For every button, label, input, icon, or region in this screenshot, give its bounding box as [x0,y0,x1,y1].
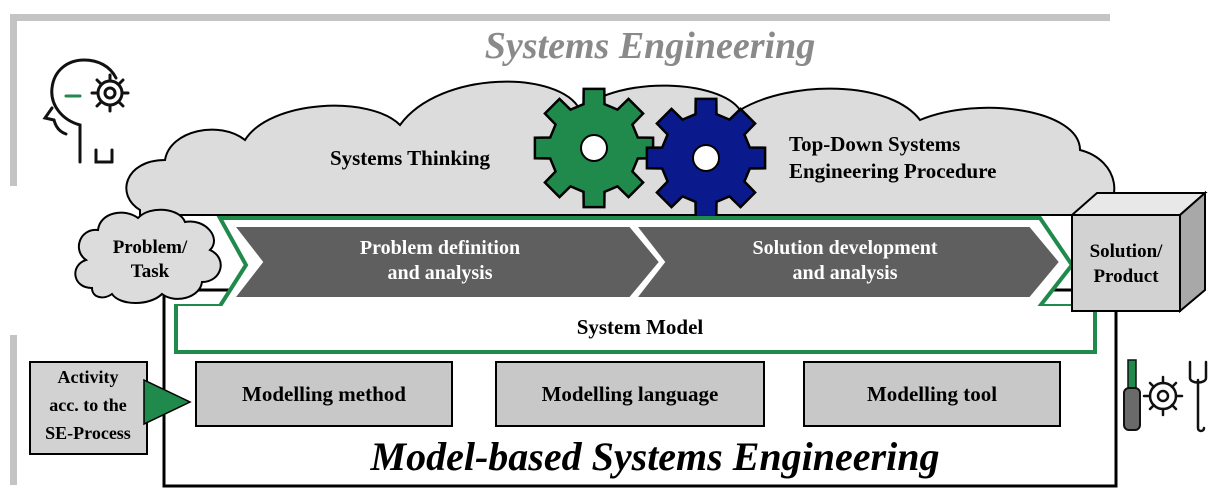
tools-gear-icon [1123,359,1208,433]
arrow-1-line2: and analysis [387,262,492,284]
arrow-problem-definition [231,225,662,299]
activity-line1: Activity [58,367,119,387]
activity-arrow [143,378,192,426]
modelling-method-box: Modelling method [195,361,453,427]
system-model-label: System Model [577,315,704,339]
solution-product-line1: Solution/ [1090,241,1164,262]
title-mbse: Model-based Systems Engineering [370,434,940,479]
top-down-label-line1: Top-Down Systems [789,132,960,156]
title-systems-engineering: Systems Engineering [485,25,815,67]
modelling-tool-label: Modelling tool [867,382,997,406]
solution-product-line2: Product [1093,266,1159,287]
modelling-method-label: Modelling method [242,382,406,406]
top-down-label-line2: Engineering Procedure [789,159,996,183]
green-gear-icon [533,87,655,209]
gear-hole [580,134,608,162]
activity-box [29,361,148,455]
blue-gear-icon [645,97,767,219]
problem-task-line2: Task [131,261,170,282]
activity-line3: SE-Process [45,423,131,443]
modelling-tool-box: Modelling tool [803,361,1061,427]
arrow-2-line1: Solution development [752,237,937,259]
arrow-2-line2: and analysis [792,262,897,284]
arrow-1-line1: Problem definition [360,237,520,259]
systems-thinking-label: Systems Thinking [330,146,491,170]
modelling-language-label: Modelling language [542,382,719,406]
se-frame [10,14,1110,485]
solution-product-cube [1069,190,1208,314]
problem-task-line1: Problem/ [113,237,188,258]
modelling-language-box: Modelling language [495,361,765,427]
activity-line2: acc. to the [49,395,126,415]
problem-task-cloud [74,208,222,304]
gear-hole [692,144,720,172]
head-gear-icon [42,58,130,164]
arrow-solution-development [633,225,1062,299]
system-model-inner [176,306,1095,352]
